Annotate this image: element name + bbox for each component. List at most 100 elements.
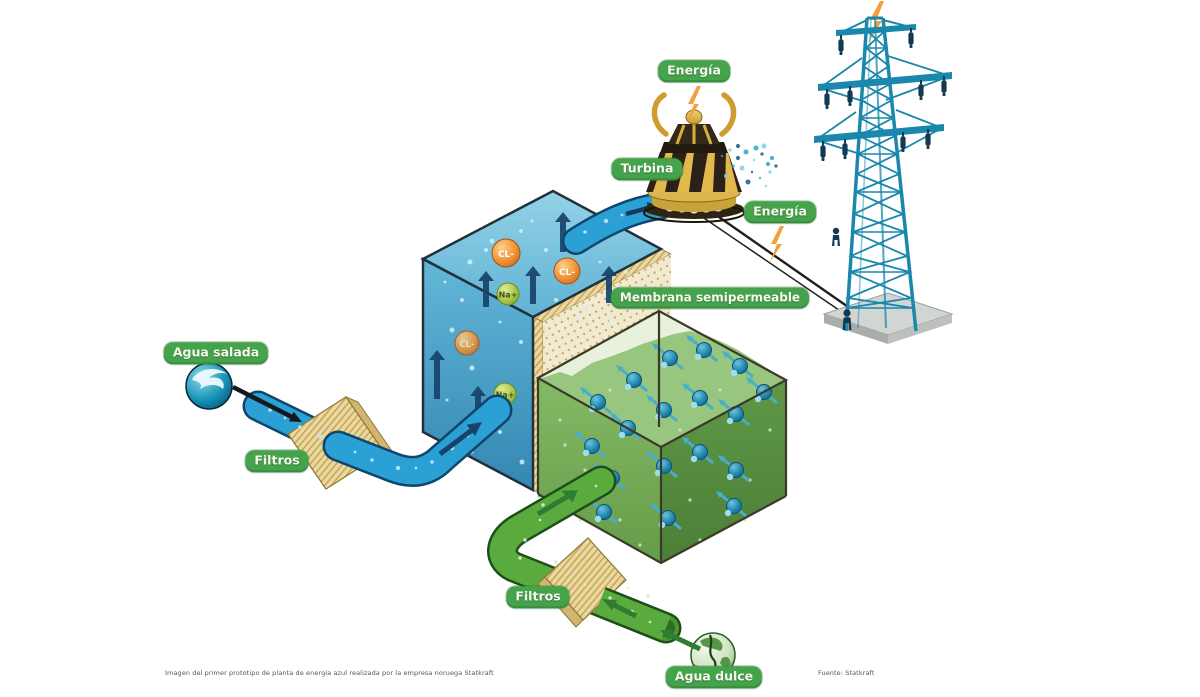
label-membrana: Membrana semipermeable	[610, 287, 810, 309]
bubble	[544, 248, 548, 252]
turbine-icon	[643, 86, 778, 223]
bubble	[469, 365, 475, 371]
water-molecule	[662, 350, 678, 366]
osmosis-arrow-head	[616, 365, 624, 372]
person-figure	[832, 227, 852, 330]
water-molecule-small	[660, 361, 668, 369]
pipe-speckle	[608, 596, 612, 600]
pipe-bubble	[268, 408, 272, 412]
pipe-speckle	[648, 620, 652, 624]
intake-arrow	[231, 384, 302, 422]
pipe-bubble	[317, 433, 323, 439]
speckle	[558, 418, 562, 422]
pipe-speckle	[538, 518, 542, 522]
water-molecule-small	[690, 401, 698, 409]
speckle	[608, 388, 612, 392]
bubble	[530, 219, 534, 223]
water-molecule-small	[624, 383, 632, 391]
chloride-label: CL-	[498, 250, 514, 260]
osmosis-arrow-head	[722, 351, 730, 358]
water-molecule	[696, 342, 712, 358]
water-molecule	[692, 390, 708, 406]
water-molecule-small	[754, 395, 762, 403]
bubble	[554, 298, 558, 302]
spray-drop	[761, 143, 767, 149]
bubble	[598, 260, 602, 264]
spray-drop	[728, 148, 732, 152]
pipe-speckle	[553, 559, 559, 565]
water-molecule	[732, 358, 748, 374]
spray-drop	[768, 170, 772, 174]
osmosis-arrow-head	[574, 431, 582, 438]
wave-icon	[192, 369, 227, 390]
bubble	[519, 340, 523, 344]
bubble	[583, 307, 589, 313]
osmosis-arrow-head	[746, 377, 754, 384]
pipe-bubble	[603, 218, 609, 224]
label-energia-right: Energía	[744, 201, 816, 223]
label-energia-top: Energía	[658, 60, 730, 82]
osmosis-arrow-head	[650, 503, 658, 510]
spray-drop	[765, 161, 771, 167]
bubble	[449, 327, 455, 333]
spray-drop	[774, 164, 778, 168]
spray-drop	[758, 176, 762, 180]
sodium-label: Na+	[496, 391, 515, 400]
water-molecule-small	[594, 515, 602, 523]
sodium-label: Na+	[499, 291, 518, 300]
pipe-bubble	[298, 425, 302, 429]
water-molecule-small	[690, 455, 698, 463]
water-molecule	[656, 402, 672, 418]
water-molecule-small	[582, 449, 590, 457]
pipe-bubble	[620, 213, 624, 217]
osmosis-arrow-head	[682, 437, 690, 444]
label-agua-dulce: Agua dulce	[665, 666, 763, 688]
label-filtros-left: Filtros	[245, 450, 309, 472]
bubble	[498, 320, 502, 324]
lightning-icon	[770, 226, 784, 262]
spray-drop	[753, 145, 759, 151]
pipe-bubble	[370, 458, 374, 462]
water-molecule	[596, 504, 612, 520]
water-molecule-small	[724, 509, 732, 517]
speckle	[718, 388, 722, 392]
flow-arrow	[602, 599, 617, 611]
water-spray	[720, 143, 778, 188]
spray-drop	[764, 184, 768, 188]
speckle	[563, 443, 567, 447]
bubble	[498, 430, 502, 434]
bubble	[519, 459, 525, 465]
speckle	[618, 518, 622, 522]
osmosis-arrow-head	[652, 343, 660, 350]
speckle	[748, 478, 752, 482]
water-molecule	[584, 438, 600, 454]
speckle	[583, 468, 587, 472]
pipe-bubble	[583, 230, 587, 234]
water-molecule-small	[618, 431, 626, 439]
concrete-base	[822, 292, 954, 344]
spray-drop	[743, 149, 749, 155]
water-molecule	[626, 372, 642, 388]
spray-drop	[735, 155, 741, 161]
image-caption: Imagen del primer prototipo de planta de…	[165, 669, 494, 677]
spray-drop	[750, 170, 754, 174]
speckle	[678, 428, 682, 432]
bubble	[467, 259, 473, 265]
water-molecule	[726, 498, 742, 514]
water-molecule-small	[654, 469, 662, 477]
salt-water-pipe	[242, 213, 624, 490]
bubble	[608, 318, 612, 322]
label-filtros-bottom: Filtros	[506, 586, 570, 608]
speckle	[688, 498, 692, 502]
spray-drop	[723, 173, 729, 179]
bubble	[460, 298, 464, 302]
pipe-speckle	[594, 484, 598, 488]
spray-drop	[731, 164, 735, 168]
power-line-cables	[697, 207, 865, 324]
spray-drop	[752, 158, 756, 162]
osmosis-arrow-head	[646, 451, 654, 458]
water-molecule-small	[694, 353, 702, 361]
osmosis-arrow-head	[610, 413, 618, 420]
spray-drop	[769, 155, 775, 161]
